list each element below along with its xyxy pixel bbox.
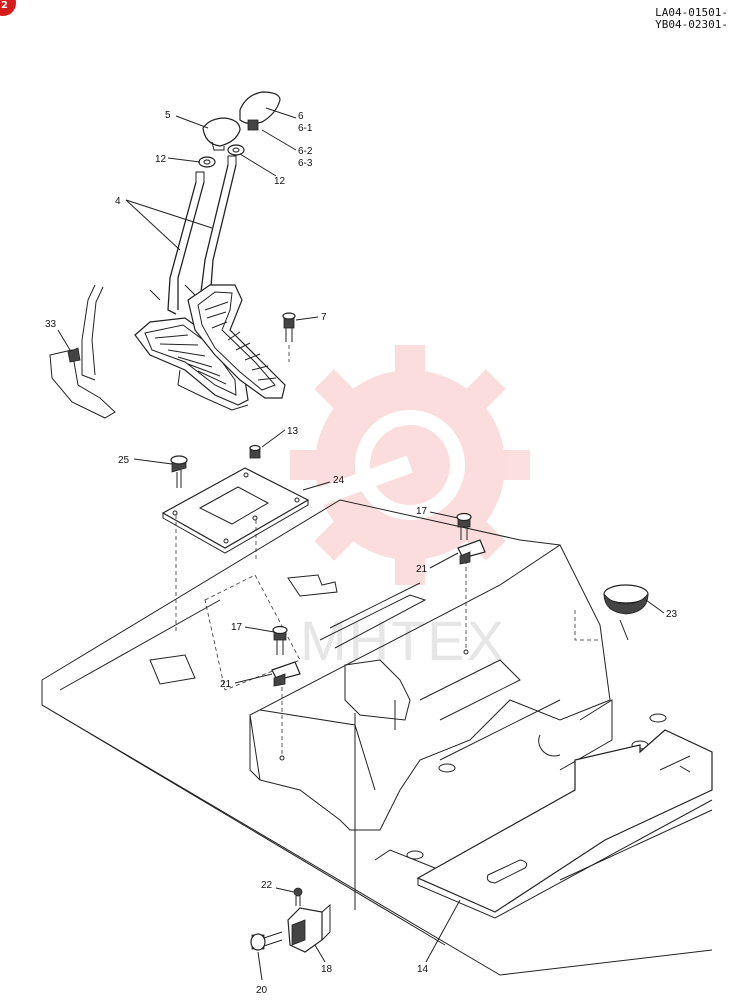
callout-5: 5: [165, 110, 171, 121]
nut-part-13: [249, 444, 261, 459]
callout-6-1: 6-1: [298, 123, 313, 134]
callout-21-lower: 21: [220, 679, 232, 690]
callout-12-right: 12: [274, 176, 286, 187]
callout-18: 18: [321, 964, 333, 975]
callout-13: 13: [287, 426, 299, 437]
callout-21-upper: 21: [416, 564, 428, 575]
bolt-part-17-lower: [272, 625, 288, 761]
clip-part-21-upper: [457, 539, 486, 565]
page-corner-badge: 2: [0, 0, 16, 16]
callout-22: 22: [261, 880, 273, 891]
pedal-plate-part-24: [161, 467, 310, 632]
left-pedal: [134, 317, 249, 411]
callout-12-left: 12: [155, 154, 167, 165]
knob-part-5: [202, 117, 241, 151]
grease-nipple-part-22: [293, 887, 303, 906]
bolt-part-17-upper: [456, 512, 472, 655]
bracket-part-18: [287, 903, 331, 953]
callout-33: 33: [45, 319, 57, 330]
callout-14: 14: [417, 964, 429, 975]
serial-range-1: LA04-01501-: [655, 6, 728, 19]
corner-badge-label: 2: [1, 0, 8, 11]
right-pedal: [187, 284, 286, 399]
nut-part-12-right: [227, 144, 245, 156]
floor-mat-part-14: [416, 729, 713, 919]
callout-20: 20: [256, 985, 268, 996]
seat-base-box: [249, 539, 667, 871]
callout-17-upper: 17: [416, 506, 428, 517]
callout-25: 25: [118, 455, 130, 466]
bolt-part-25: [170, 455, 188, 488]
callout-6-3: 6-3: [298, 158, 313, 169]
bolt-part-7: [282, 312, 296, 362]
callout-4: 4: [115, 196, 121, 207]
spring-bracket-part-33: [49, 284, 116, 419]
callout-24: 24: [333, 475, 345, 486]
callout-6: 6: [298, 111, 304, 122]
watermark-text: MHTEX: [300, 609, 506, 672]
watermark-logo-icon: [290, 345, 530, 585]
clip-part-21-lower: [271, 661, 301, 687]
rubber-plug-part-23: [574, 584, 649, 641]
callout-6-2: 6-2: [298, 146, 313, 157]
serial-range-2: YB04-02301-: [655, 18, 728, 31]
pedal-rods-part-4: [149, 155, 237, 315]
nut-part-12-left: [198, 156, 216, 168]
callout-17-lower: 17: [231, 622, 243, 633]
callout-23: 23: [666, 609, 678, 620]
bolt-part-20: [250, 931, 283, 951]
knob-part-6: [239, 91, 281, 131]
callout-leaders: [57, 107, 665, 981]
callout-7: 7: [321, 312, 327, 323]
